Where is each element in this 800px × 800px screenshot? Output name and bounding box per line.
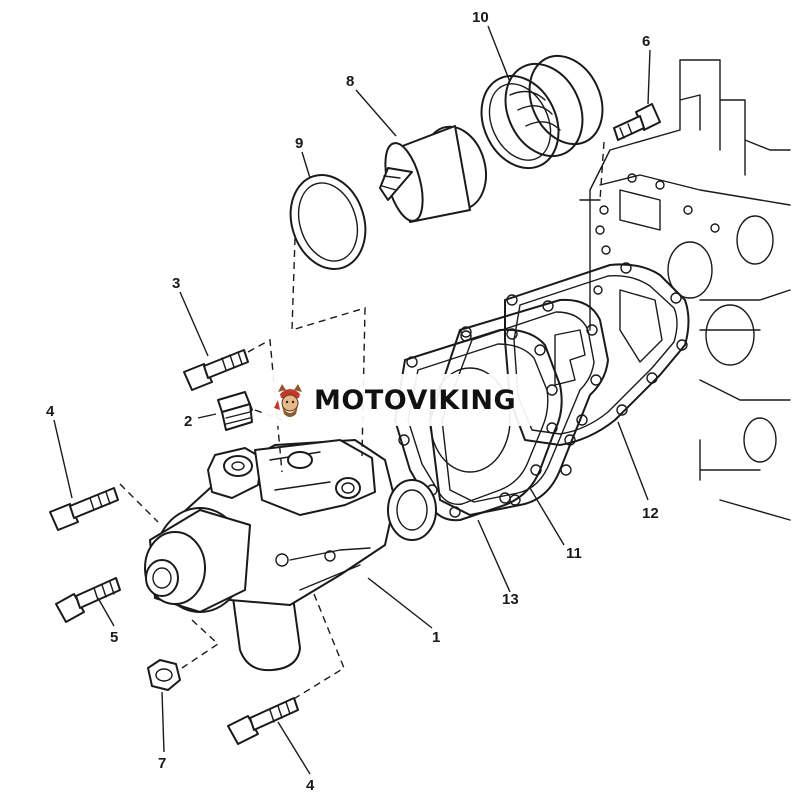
bolt-5 [55,577,121,623]
bolt-4-lower [227,697,299,745]
engine-block [579,59,791,521]
water-pump-1 [144,439,437,672]
callout-10: 10 [472,9,489,26]
o-ring-9 [289,174,367,270]
callout-11: 11 [566,545,582,562]
bolt-4-upper [49,487,119,531]
callout-2: 2 [184,413,192,430]
callout-1: 1 [432,629,440,646]
callout-leaders [53,25,651,775]
water-pump-plate-11 [429,298,609,516]
callout-8: 8 [346,73,354,90]
callout-labels: 1 2 3 4 5 6 7 8 9 10 11 12 13 4 [46,9,659,794]
watermark-text: MOTOVIKING [314,384,517,416]
callout-7: 7 [158,755,166,772]
gasket-13 [392,328,563,522]
callout-4-upper: 4 [46,403,55,420]
spring-10 [480,54,604,170]
thermostat-8 [379,125,487,223]
callout-4-lower: 4 [306,777,315,794]
plug-2 [217,391,253,431]
callout-6: 6 [642,33,650,50]
callout-12: 12 [642,505,659,522]
viking-logo-icon [274,384,302,417]
nut-7 [147,659,181,691]
callout-3: 3 [172,275,180,292]
callout-13: 13 [502,591,519,608]
callout-9: 9 [295,135,303,152]
watermark: MOTOVIKING [262,374,534,426]
callout-5: 5 [110,629,118,646]
bolt-3 [183,349,249,391]
bolt-6 [613,103,661,141]
